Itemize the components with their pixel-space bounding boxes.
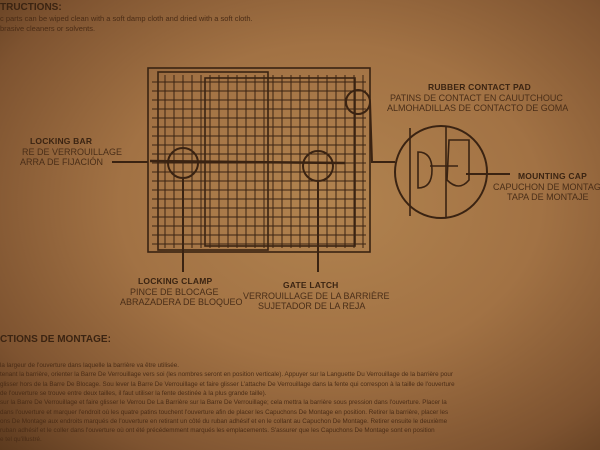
montage-line: e tel qu'illustré. bbox=[0, 436, 42, 444]
montage-line: ons De Montage aux endroits marqués de l… bbox=[0, 417, 448, 425]
gate-frame bbox=[147, 67, 371, 253]
rubber-pad-es: ALMOHADILLAS DE CONTACTO DE GOMA bbox=[387, 103, 569, 113]
rubber-pad-fr: PATINS DE CONTACT EN CAUUTCHOUC bbox=[390, 93, 563, 103]
care-line: c parts can be wiped clean with a soft d… bbox=[0, 14, 253, 23]
locking-clamp-fr: PINCE DE BLOCAGE bbox=[130, 287, 219, 297]
montage-line: tenant la barrière, orienter la Barre De… bbox=[0, 371, 453, 379]
rubber-pad-label: RUBBER CONTACT PAD bbox=[428, 82, 531, 92]
gate-latch-fr: VERROUILLAGE DE LA BARRIÈRE bbox=[243, 291, 390, 301]
locking-bar-es: ARRA DE FIJACIÓN bbox=[20, 157, 104, 167]
mounting-cap-detail bbox=[394, 125, 488, 219]
gate-latch-label: GATE LATCH bbox=[283, 280, 339, 290]
montage-line: glisser hors de la Barre De Blocage. Sou… bbox=[0, 380, 455, 388]
locking-bar-fr: RE DE VERROUILLAGE bbox=[22, 147, 123, 157]
montage-line: la largeur de l'ouverture dans laquelle … bbox=[0, 362, 180, 369]
montage-line: de l'ouverture se trouve entre deux tail… bbox=[0, 389, 267, 397]
locking-clamp-es: ABRAZADERA DE BLOQUEO bbox=[120, 297, 243, 307]
montage-line: dans l'ouverture et marquer l'endroit où… bbox=[0, 408, 449, 416]
montage-line: ruban adhésif et le coller dans l'ouvert… bbox=[0, 427, 435, 435]
locking-bar-label: LOCKING BAR bbox=[30, 136, 93, 146]
gate-latch-es: SUJETADOR DE LA REJA bbox=[258, 301, 366, 311]
mounting-cap-label: MOUNTING CAP bbox=[518, 171, 587, 181]
mounting-cap-es: TAPA DE MONTAJE bbox=[507, 192, 589, 202]
mounting-cap-fr: CAPUCHON DE MONTAG bbox=[493, 182, 600, 192]
montage-line: sur la Barre De Verrouillage et faire gl… bbox=[0, 399, 447, 407]
rubber-pad-callout bbox=[345, 89, 371, 115]
locking-clamp-label: LOCKING CLAMP bbox=[138, 276, 213, 286]
care-heading: TRUCTIONS: bbox=[0, 2, 62, 13]
montage-heading: CTIONS DE MONTAGE: bbox=[0, 334, 111, 345]
care-line: brasive cleaners or solvents. bbox=[0, 24, 96, 33]
